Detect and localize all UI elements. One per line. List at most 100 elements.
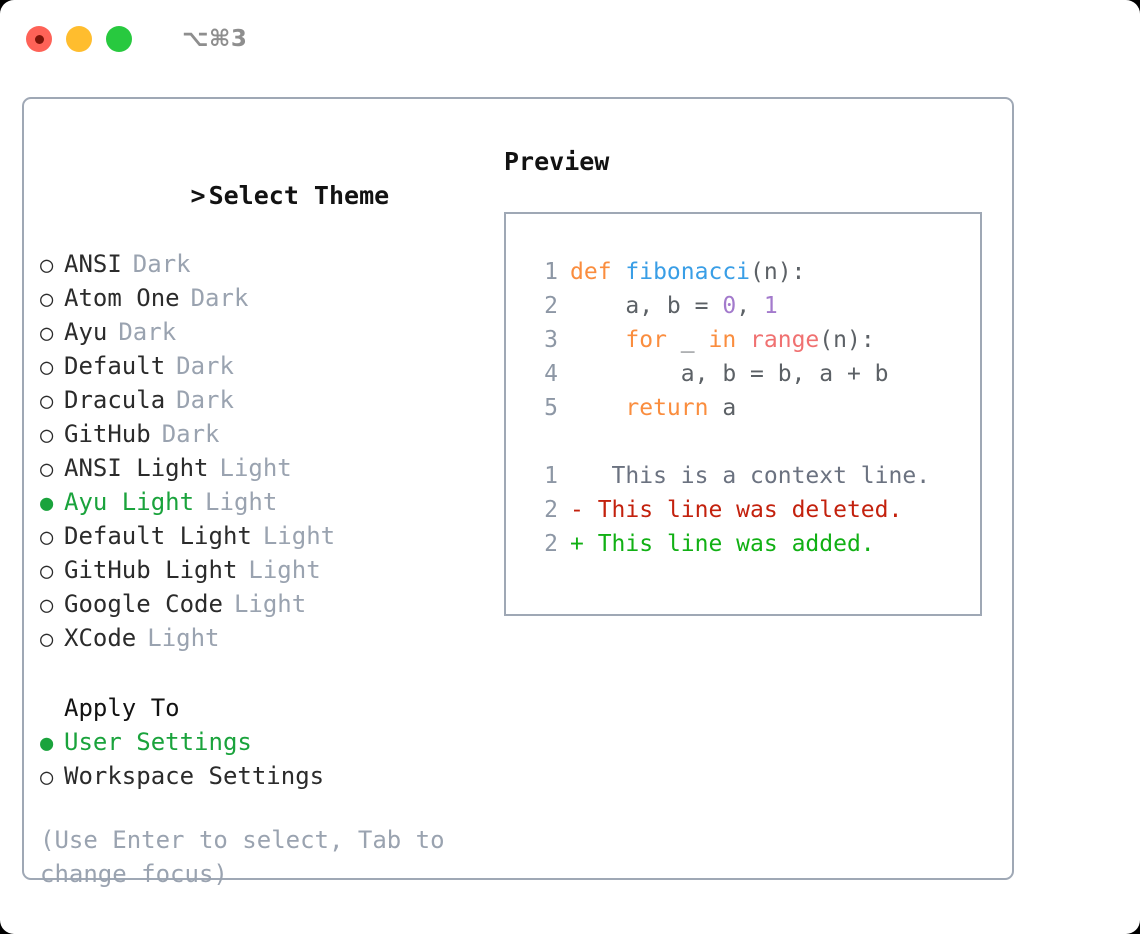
token-num: 0 xyxy=(722,293,737,319)
radio-selected-icon: ● xyxy=(40,491,54,516)
code-line: 2 a, b = 0, 1 xyxy=(524,289,980,323)
theme-option-ansi[interactable]: ○ ANSI Dark xyxy=(40,247,486,281)
token-kw: return xyxy=(625,395,709,421)
token-pl xyxy=(570,327,625,353)
code-text: for _ in range(n): xyxy=(570,323,875,357)
theme-option-label: ANSI xyxy=(64,250,122,278)
diff-text: This line was added. xyxy=(583,531,875,557)
theme-variant-tag: Light xyxy=(147,624,220,652)
code-line: 1 def fibonacci(n): xyxy=(524,255,980,289)
select-theme-heading: >Select Theme xyxy=(40,145,486,247)
token-pl: (n): xyxy=(819,327,875,353)
radio-unselected-icon: ○ xyxy=(40,525,54,550)
diff-line-add: 2+ This line was added. xyxy=(524,527,980,561)
apply-to-option-workspace-settings[interactable]: ○ Workspace Settings xyxy=(40,759,486,793)
token-pl: a xyxy=(708,395,737,421)
apply-to-option-user-settings[interactable]: ●User Settings xyxy=(40,725,486,759)
keyboard-hint-text: (Use Enter to select, Tab to change focu… xyxy=(40,826,445,888)
code-line: 5 return a xyxy=(524,391,980,425)
radio-unselected-icon: ○ xyxy=(40,423,54,448)
theme-option-xcode[interactable]: ○ XCode Light xyxy=(40,621,486,655)
line-number: 1 xyxy=(544,259,558,285)
theme-option-label: XCode xyxy=(64,624,137,652)
token-pl xyxy=(736,327,750,353)
radio-unselected-icon: ○ xyxy=(40,627,54,652)
line-number: 2 xyxy=(544,497,558,523)
theme-variant-tag: Light xyxy=(233,590,307,618)
theme-variant-tag: Light xyxy=(248,556,321,584)
window-controls xyxy=(26,26,132,52)
token-pl: , xyxy=(736,293,764,319)
token-pl: _ xyxy=(666,327,709,353)
diff-text: This line was deleted. xyxy=(583,497,903,523)
theme-variant-tag: Dark xyxy=(132,250,191,278)
diff-line-del: 2- This line was deleted. xyxy=(524,493,980,527)
token-fn: fibonacci xyxy=(625,259,751,285)
radio-unselected-icon: ○ xyxy=(40,765,54,790)
line-number: 4 xyxy=(544,361,558,387)
keyboard-shortcut-label: ⌥⌘3 xyxy=(182,26,248,52)
theme-option-label: Ayu xyxy=(64,318,108,346)
theme-option-label: ANSI Light xyxy=(64,454,209,482)
code-text: def fibonacci(n): xyxy=(570,255,805,289)
radio-unselected-icon: ○ xyxy=(40,253,54,278)
diff-line-ctx: 1 This is a context line. xyxy=(524,459,980,493)
theme-variant-tag: Dark xyxy=(176,352,234,380)
radio-unselected-icon: ○ xyxy=(40,321,54,346)
apply-to-option-label: Workspace Settings xyxy=(64,762,325,790)
theme-option-github[interactable]: ○ GitHub Dark xyxy=(40,417,486,451)
theme-option-ayu-light[interactable]: ● Ayu Light Light xyxy=(40,485,486,519)
theme-option-label: Atom One xyxy=(64,284,180,312)
select-theme-heading-label: Select Theme xyxy=(208,181,390,210)
radio-unselected-icon: ○ xyxy=(40,593,54,618)
theme-variant-tag: Dark xyxy=(161,420,220,448)
token-pl: a, b = b, a + b xyxy=(570,361,889,387)
code-line: 4 a, b = b, a + b xyxy=(524,357,980,391)
radio-unselected-icon: ○ xyxy=(40,389,54,414)
zoom-window-button[interactable] xyxy=(106,26,132,52)
theme-variant-tag: Light xyxy=(219,454,292,482)
token-pl: (n): xyxy=(750,259,806,285)
token-bi: range xyxy=(750,327,820,353)
theme-variant-tag: Light xyxy=(205,488,278,516)
diff-marker xyxy=(570,459,584,493)
apply-to-heading: Apply To xyxy=(64,694,180,722)
radio-unselected-icon: ○ xyxy=(40,457,54,482)
code-text: return a xyxy=(570,391,736,425)
titlebar: ⌥⌘3 xyxy=(0,0,1140,78)
code-spacer xyxy=(524,425,980,459)
close-window-button[interactable] xyxy=(26,26,52,52)
radio-unselected-icon: ○ xyxy=(40,287,54,312)
line-number: 3 xyxy=(544,327,558,353)
diff-text: This is a context line. xyxy=(583,463,931,489)
token-kw: def xyxy=(570,259,626,285)
diff-marker: - xyxy=(570,497,584,523)
minimize-window-button[interactable] xyxy=(66,26,92,52)
apply-to-list: ●User Settings ○ Workspace Settings xyxy=(40,725,486,793)
theme-option-label: Ayu Light xyxy=(64,488,195,516)
theme-option-ayu[interactable]: ○ Ayu Dark xyxy=(40,315,486,349)
radio-unselected-icon: ○ xyxy=(40,355,54,380)
radio-unselected-icon: ○ xyxy=(40,559,54,584)
line-number: 2 xyxy=(544,531,558,557)
line-number: 5 xyxy=(544,395,558,421)
theme-variant-tag: Dark xyxy=(118,318,177,346)
line-number: 1 xyxy=(544,463,558,489)
token-pl: a, b = xyxy=(570,293,723,319)
code-line: 3 for _ in range(n): xyxy=(524,323,980,357)
theme-variant-tag: Dark xyxy=(176,386,234,414)
code-text: a, b = 0, 1 xyxy=(570,289,777,323)
theme-option-ansi-light[interactable]: ○ ANSI Light Light xyxy=(40,451,486,485)
theme-option-label: GitHub xyxy=(64,420,151,448)
preview-heading: Preview xyxy=(504,147,610,176)
